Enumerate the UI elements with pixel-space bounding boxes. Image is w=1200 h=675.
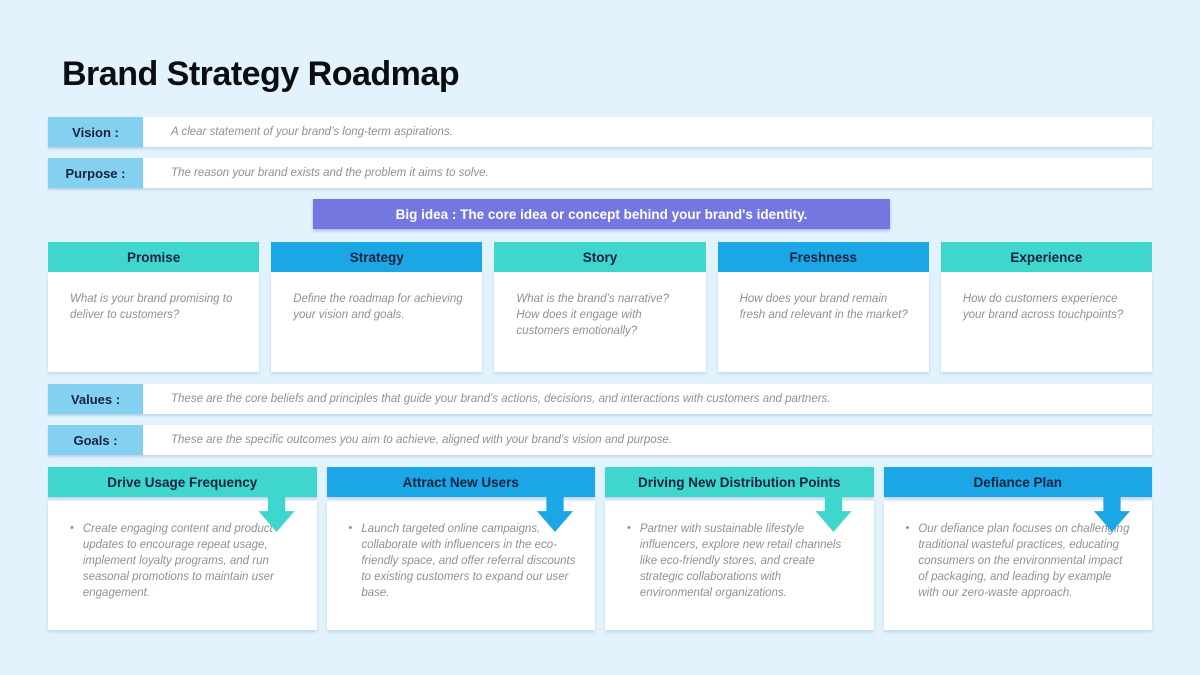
plan-text: Create engaging content and product upda… xyxy=(82,523,274,600)
plan-description: • Launch targeted online campaigns, coll… xyxy=(326,501,595,630)
values-label: Values : xyxy=(48,384,143,414)
page-title: Brand Strategy Roadmap xyxy=(62,55,460,93)
bullet-icon: • xyxy=(905,522,910,534)
values-row: Values : These are the core beliefs and … xyxy=(48,384,1152,414)
pillar-header: Freshness xyxy=(717,242,929,272)
pillar-card-strategy: Strategy Define the roadmap for achievin… xyxy=(271,242,483,372)
plan-text: Partner with sustainable lifestyle influ… xyxy=(639,523,842,600)
plan-header: Attract New Users xyxy=(326,467,595,497)
pillar-header: Experience xyxy=(940,242,1153,272)
bullet-icon: • xyxy=(70,522,74,534)
plan-card-drive-usage-frequency: Drive Usage Frequency • Create engaging … xyxy=(48,467,317,630)
goals-text: These are the specific outcomes you aim … xyxy=(143,425,1152,455)
plan-card-attract-new-users: Attract New Users • Launch targeted onli… xyxy=(326,467,595,630)
plan-text: Our defiance plan focuses on challenging… xyxy=(918,523,1130,600)
pillar-card-experience: Experience How do customers experience y… xyxy=(940,242,1153,372)
plan-header: Driving New Distribution Points xyxy=(605,467,874,497)
pillar-header: Story xyxy=(494,242,706,272)
vision-text: A clear statement of your brand’s long-t… xyxy=(143,117,1152,147)
values-text: These are the core beliefs and principle… xyxy=(143,384,1152,414)
pillar-description: What is your brand promising to deliver … xyxy=(48,272,260,372)
plan-header: Defiance Plan xyxy=(883,467,1152,497)
pillar-description: How do customers experience your brand a… xyxy=(940,272,1153,372)
plan-card-defiance-plan: Defiance Plan • Our defiance plan focuse… xyxy=(883,467,1152,630)
purpose-label: Purpose : xyxy=(48,158,143,188)
plans-row: Drive Usage Frequency • Create engaging … xyxy=(48,467,1152,630)
vision-label: Vision : xyxy=(48,117,143,147)
bullet-icon: • xyxy=(627,522,631,534)
pillar-description: What is the brand’s narrative? How does … xyxy=(494,272,706,372)
pillar-card-freshness: Freshness How does your brand remain fre… xyxy=(717,242,929,372)
pillar-header: Promise xyxy=(48,242,260,272)
purpose-text: The reason your brand exists and the pro… xyxy=(143,158,1152,188)
goals-row: Goals : These are the specific outcomes … xyxy=(48,425,1152,455)
plan-header: Drive Usage Frequency xyxy=(48,467,317,497)
plan-text: Launch targeted online campaigns, collab… xyxy=(361,523,576,600)
plan-card-driving-new-distribution-points: Driving New Distribution Points • Partne… xyxy=(605,467,874,630)
pillar-card-story: Story What is the brand’s narrative? How… xyxy=(494,242,706,372)
goals-label: Goals : xyxy=(48,425,143,455)
purpose-row: Purpose : The reason your brand exists a… xyxy=(48,158,1152,188)
pillar-description: Define the roadmap for achieving your vi… xyxy=(271,272,483,372)
vision-row: Vision : A clear statement of your brand… xyxy=(48,117,1152,147)
bullet-icon: • xyxy=(348,522,353,534)
pillars-row: Promise What is your brand promising to … xyxy=(48,242,1153,372)
big-idea-banner: Big idea : The core idea or concept behi… xyxy=(313,199,890,229)
pillar-header: Strategy xyxy=(271,242,483,272)
pillar-card-promise: Promise What is your brand promising to … xyxy=(48,242,260,372)
pillar-description: How does your brand remain fresh and rel… xyxy=(717,272,929,372)
